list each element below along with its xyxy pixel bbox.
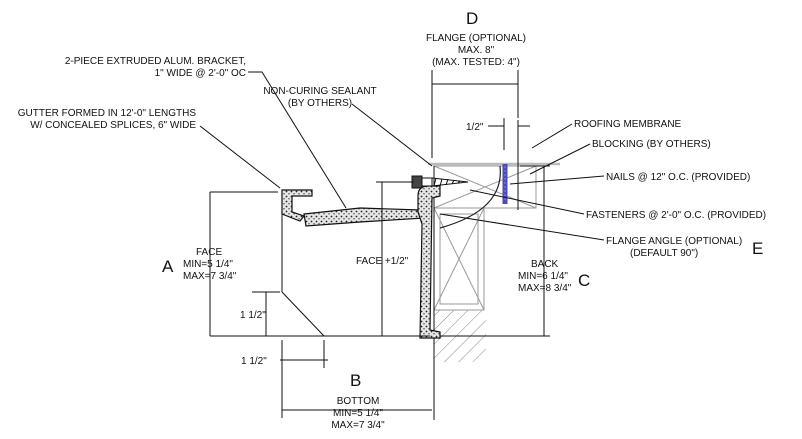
fasteners-label: FASTENERS @ 2'-0" O.C. (PROVIDED) [586,210,766,221]
flange-angle-line1: FLANGE ANGLE (OPTIONAL) [606,236,742,247]
bracket-line1: 2-PIECE EXTRUDED ALUM. BRACKET, [65,56,246,67]
flange-angle-line2: (DEFAULT 90") [630,248,698,259]
bracket-line2: 1" WIDE @ 2'-0" OC [155,68,246,79]
back-line1: BACK [531,259,559,270]
back-line2: MIN=6 1/4" [518,271,568,282]
letter-d: D [466,9,478,28]
gutter-line2: W/ CONCEALED SPLICES, 6" WIDE [30,120,196,131]
roofing-membrane-label: ROOFING MEMBRANE [574,119,682,130]
leader-lines [199,71,605,241]
dimension-lines [209,70,550,418]
bottom-line1: BOTTOM [337,396,380,407]
flange-line1: FLANGE (OPTIONAL) [426,33,526,44]
bottom-line3: MAX=7 3/4" [331,420,385,431]
letter-a: A [162,257,174,276]
letter-b: B [350,371,361,390]
sealant-line1: NON-CURING SEALANT [263,86,376,97]
cant-curve [439,165,501,229]
half-inch-label: 1/2" [466,122,484,133]
letter-e: E [752,239,763,258]
flange-line2: MAX. 8" [458,45,495,56]
gutter-outline [281,212,430,337]
back-line3: MAX=8 3/4" [518,283,572,294]
face-plus-label: FACE +1/2" [356,256,409,267]
flange-line3: (MAX. TESTED: 4") [432,57,520,68]
one-half-vertical-label: 1 1/2" [240,310,266,321]
label-group: D FLANGE (OPTIONAL) MAX. 8" (MAX. TESTED… [18,9,766,431]
face-line3: MAX=7 3/4" [183,271,237,282]
bottom-line2: MIN=5 1/4" [333,408,383,419]
sealant-line2: (BY OTHERS) [288,98,352,109]
blocking-label: BLOCKING (BY OTHERS) [592,139,711,150]
face-line1: FACE [196,247,222,258]
wall-stud [433,207,485,311]
blocking-box [433,165,537,209]
gutter-lip [281,189,313,222]
one-half-horizontal-label: 1 1/2" [241,356,267,367]
face-line2: MIN=5 1/4" [183,259,233,270]
sealant-bead [303,207,427,227]
nails-label: NAILS @ 12" O.C. (PROVIDED) [606,172,750,183]
gutter-line1: GUTTER FORMED IN 12'-0" LENGTHS [18,108,197,119]
letter-c: C [578,271,590,290]
